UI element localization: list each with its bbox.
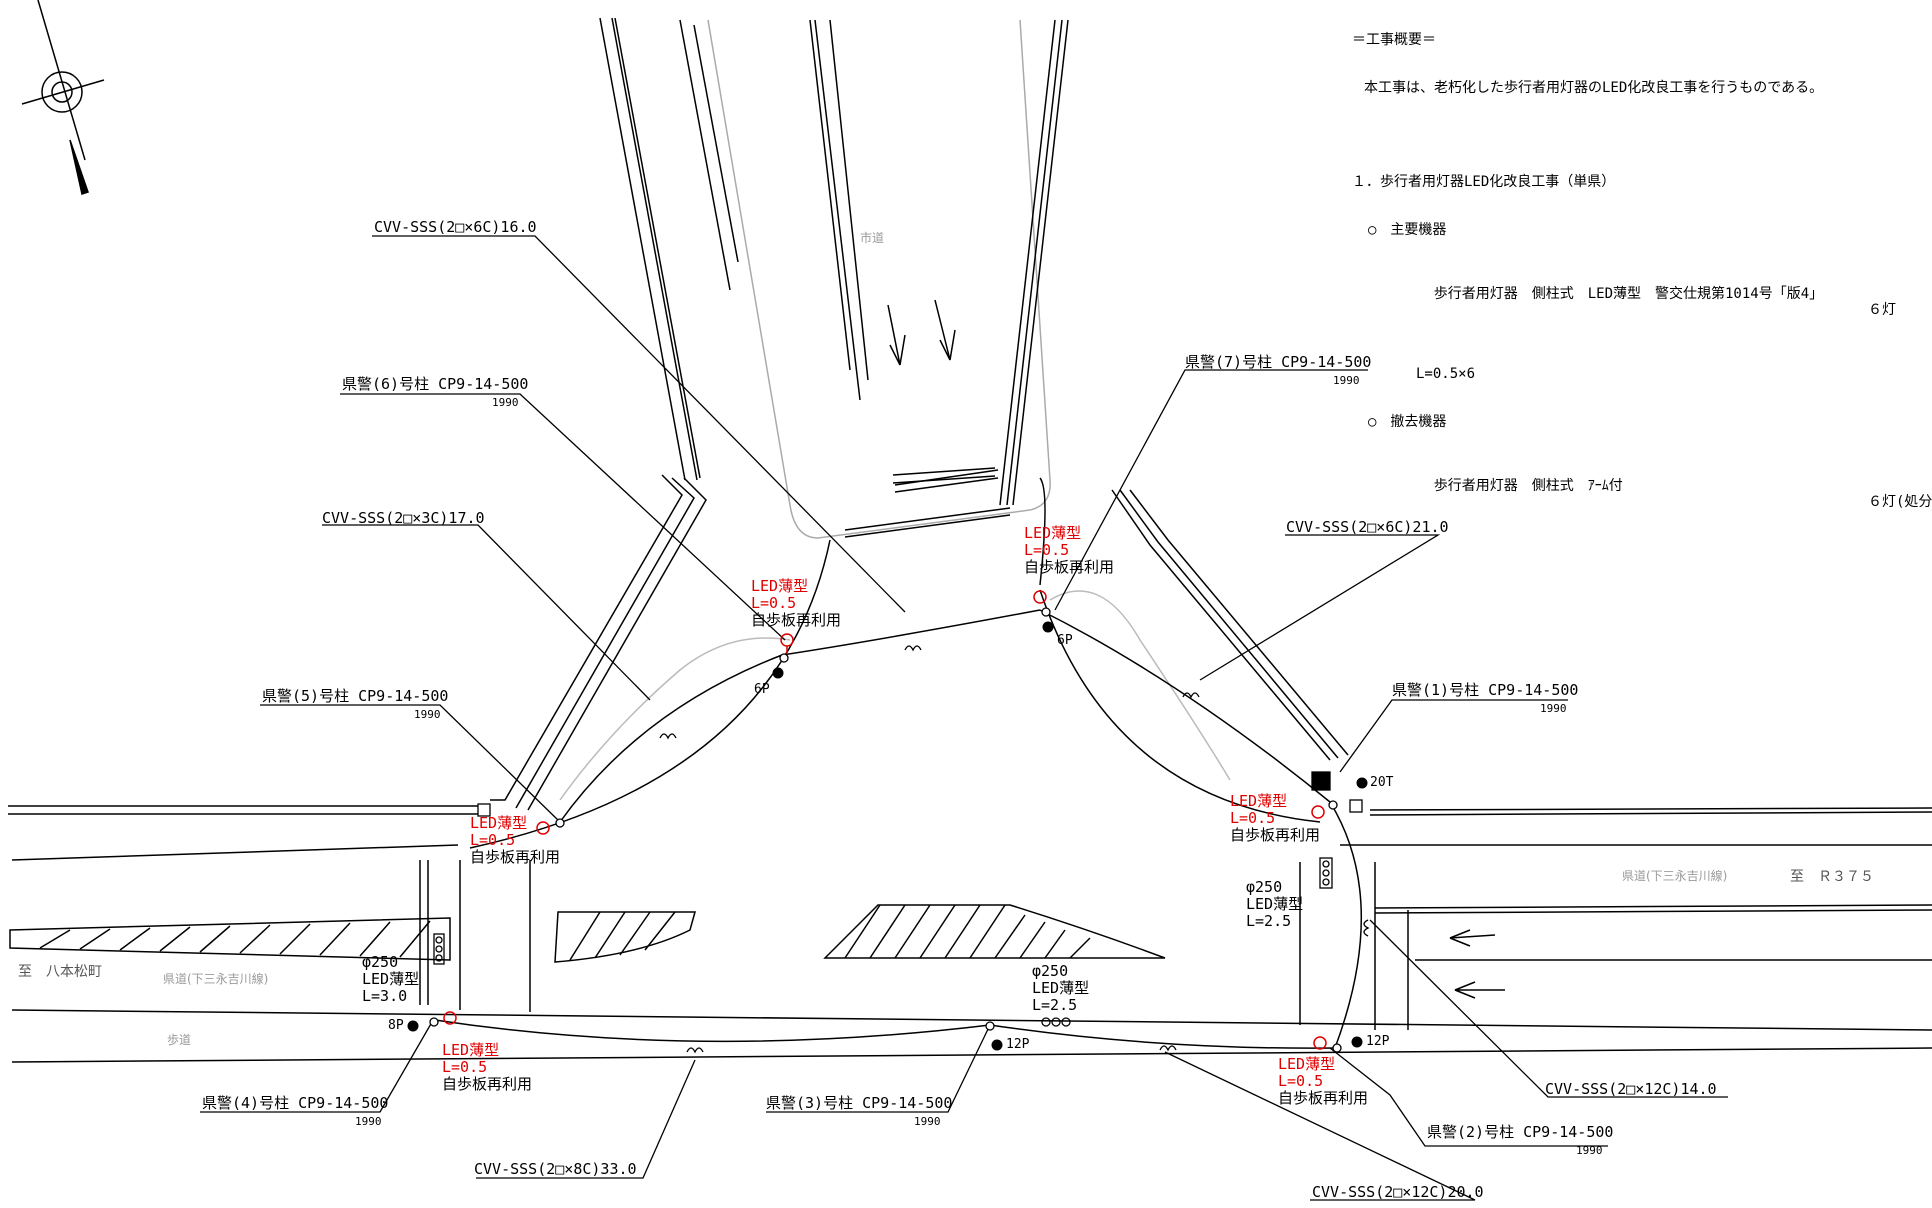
pole-year-7: 1990 <box>1333 374 1360 387</box>
notes-remove-spec: 歩行者用灯器 側柱式 ｱｰﾑ付 <box>1433 478 1623 494</box>
notes-remove-title: ○ 撤去機器 <box>1368 414 1447 430</box>
signal-right-length: L=2.5 <box>1246 912 1292 930</box>
pole-label-7: 県警(7)号柱 CP9-14-500 <box>1185 353 1372 371</box>
led-len-5: L=0.5 <box>470 831 516 849</box>
led-type-2: LED薄型 <box>1278 1055 1336 1073</box>
signal-head-icons <box>433 857 1333 1027</box>
road-label-sidewalk: 歩道 <box>167 1033 192 1047</box>
signal-mid-type: LED薄型 <box>1032 979 1090 997</box>
main-road-lines <box>8 805 1932 1063</box>
notes-remove-qty: ６灯(処分 <box>1868 494 1932 510</box>
crosswalk-gray-curve-right <box>1049 590 1231 781</box>
stop-lines <box>892 467 996 484</box>
pole-mark-6a: 6P <box>754 682 770 697</box>
pole-label-3: 県警(3)号柱 CP9-14-500 <box>766 1094 953 1112</box>
cable-label-1: CVV-SSS(2□×6C)16.0 <box>374 218 537 236</box>
pole-mark-12a: 12P <box>1006 1037 1030 1052</box>
led-reuse-1: 自歩板再利用 <box>1230 826 1321 844</box>
cable-label-3: CVV-SSS(2□×6C)21.0 <box>1286 518 1449 536</box>
led-len-1: L=0.5 <box>1230 809 1276 827</box>
led-reuse-6: 自歩板再利用 <box>751 611 842 629</box>
signal-left-length: L=3.0 <box>362 987 408 1005</box>
cable-label-6: CVV-SSS(2□×12C)20.0 <box>1312 1183 1484 1201</box>
pole-symbols <box>429 607 1342 1053</box>
city-road-outline <box>707 19 1051 539</box>
pole-mark-12b: 12P <box>1366 1034 1390 1049</box>
pole-label-6: 県警(6)号柱 CP9-14-500 <box>342 375 529 393</box>
hatched-zone-left <box>9 917 451 961</box>
cable-slack-marks <box>659 645 1370 1054</box>
pole-year-1: 1990 <box>1540 702 1567 715</box>
pole-mark-8: 8P <box>388 1018 404 1033</box>
signal-mid-length: L=2.5 <box>1032 996 1078 1014</box>
led-len-6: L=0.5 <box>751 594 797 612</box>
hatched-zone-center-left <box>554 911 696 963</box>
led-reuse-5: 自歩板再利用 <box>470 848 561 866</box>
corner-pole-bases <box>477 771 1363 817</box>
pole-label-2: 県警(2)号柱 CP9-14-500 <box>1427 1123 1614 1141</box>
notes-main-title: ○ 主要機器 <box>1368 222 1447 238</box>
signal-mid-diameter: φ250 <box>1032 962 1069 980</box>
red-led-markers <box>443 590 1327 1050</box>
notes-main-len: L=0.5×6 <box>1416 366 1476 382</box>
road-label-pref-left: 県道(下三永吉川線) <box>163 972 269 986</box>
north-arrow-icon <box>21 0 105 195</box>
pole-label-4: 県警(4)号柱 CP9-14-500 <box>202 1094 389 1112</box>
signal-right-diameter: φ250 <box>1246 878 1283 896</box>
cable-label-5: CVV-SSS(2□×8C)33.0 <box>474 1160 637 1178</box>
pole-year-4: 1990 <box>355 1115 382 1128</box>
signal-right-type: LED薄型 <box>1246 895 1304 913</box>
nw-sidewalk-lines <box>490 474 1349 811</box>
led-reuse-2: 自歩板再利用 <box>1278 1089 1369 1107</box>
led-type-4: LED薄型 <box>442 1041 500 1059</box>
notes-heading: ＝工事概要＝ <box>1352 32 1436 48</box>
direction-label-left: 至 八本松町 <box>18 964 102 980</box>
cable-label-2: CVV-SSS(2□×3C)17.0 <box>322 509 485 527</box>
crosswalk-gray-curve <box>559 637 791 801</box>
north-road-lines <box>599 17 1069 538</box>
road-label-city: 市道 <box>860 231 885 245</box>
notes-line1: 本工事は、老朽化した歩行者用灯器のLED化改良工事を行うものである。 <box>1364 80 1824 96</box>
construction-notes: ＝工事概要＝ 本工事は、老朽化した歩行者用灯器のLED化改良工事を行うものである… <box>1352 0 1932 542</box>
signal-left-diameter: φ250 <box>362 953 399 971</box>
led-reuse-4: 自歩板再利用 <box>442 1075 533 1093</box>
road-label-pref-right: 県道(下三永吉川線) <box>1622 869 1728 883</box>
corner-arcs <box>469 477 1321 849</box>
led-type-7: LED薄型 <box>1024 524 1082 542</box>
lane-arrow-icons <box>887 299 1505 999</box>
led-len-4: L=0.5 <box>442 1058 488 1076</box>
signal-left-type: LED薄型 <box>362 970 420 988</box>
led-type-1: LED薄型 <box>1230 792 1288 810</box>
notes-main-qty: ６灯 <box>1868 302 1896 318</box>
hatched-zone-center-right <box>823 904 1166 959</box>
led-type-5: LED薄型 <box>470 814 528 832</box>
pole-mark-20: 20T <box>1370 775 1394 790</box>
notes-main-spec: 歩行者用灯器 側柱式 LED薄型 警交仕規第1014号「版4」 <box>1433 286 1824 302</box>
notes-item1: １．歩行者用灯器LED化改良工事（単県） <box>1352 174 1616 190</box>
pole-year-6: 1990 <box>492 396 519 409</box>
led-len-2: L=0.5 <box>1278 1072 1324 1090</box>
pole-mark-6b: 6P <box>1057 633 1073 648</box>
cable-label-4: CVV-SSS(2□×12C)14.0 <box>1545 1080 1717 1098</box>
led-len-7: L=0.5 <box>1024 541 1070 559</box>
cable-routes <box>434 609 1363 1049</box>
numbered-pole-markers <box>407 621 1368 1051</box>
led-type-6: LED薄型 <box>751 577 809 595</box>
pole-year-2: 1990 <box>1576 1144 1603 1157</box>
led-reuse-7: 自歩板再利用 <box>1024 558 1115 576</box>
pole-year-5: 1990 <box>414 708 441 721</box>
pole-label-5: 県警(5)号柱 CP9-14-500 <box>262 687 449 705</box>
leader-lines <box>200 235 1728 1201</box>
direction-label-right: 至 Ｒ３７５ <box>1790 869 1874 885</box>
pole-label-1: 県警(1)号柱 CP9-14-500 <box>1392 681 1579 699</box>
pole-year-3: 1990 <box>914 1115 941 1128</box>
